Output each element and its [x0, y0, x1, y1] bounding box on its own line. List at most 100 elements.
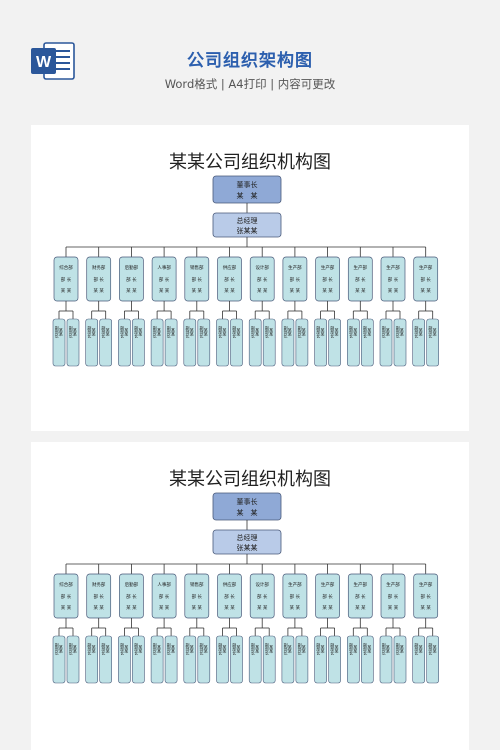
deputy-name: 某某	[386, 644, 391, 654]
deputy-role: 副部长	[232, 642, 237, 656]
general-manager-role: 总经理	[237, 533, 258, 542]
department-head-role: 部 长	[290, 593, 301, 600]
deputy-box	[164, 635, 178, 684]
deputy-box	[132, 318, 145, 367]
department-head-role: 部 长	[388, 276, 399, 283]
department-head-name: 某 某	[388, 605, 399, 611]
page-header: W 公司组织架构图 Word格式 | A4打印 | 内容可更改	[0, 0, 500, 115]
deputy-role: 副部长	[218, 325, 223, 339]
deputy-name: 某某	[236, 327, 241, 337]
deputy-box	[52, 318, 66, 367]
department-head-role: 部 长	[159, 593, 170, 600]
department-head-name: 某 某	[420, 605, 431, 611]
deputy-role: 副部长	[330, 642, 335, 656]
deputy-role: 副部长	[134, 642, 139, 656]
deputy-name: 某某	[124, 327, 129, 337]
deputy-name: 某某	[204, 644, 209, 654]
deputy-name: 某某	[92, 327, 97, 337]
deputy-name: 某某	[73, 644, 78, 654]
department-name: 生产部	[288, 264, 302, 271]
deputy-box	[197, 318, 211, 367]
deputy-name: 某某	[190, 644, 195, 654]
department-head-name: 某 某	[93, 288, 104, 294]
department-head-name: 某 某	[192, 605, 203, 611]
deputy-role: 副部长	[120, 325, 125, 339]
deputy-name: 某某	[190, 327, 195, 337]
deputy-role: 副部长	[200, 325, 205, 339]
org-chart: 某某公司组织机构图董事长某 某总经理张某某综合部部 长某 某副部长某某副部长某某…	[52, 152, 440, 367]
deputy-name: 某某	[157, 327, 162, 337]
deputy-box	[262, 635, 276, 684]
deputy-box	[281, 635, 295, 684]
deputy-box	[379, 318, 393, 367]
deputy-name: 某某	[255, 644, 260, 654]
deputy-name: 某某	[59, 327, 64, 337]
deputy-role: 副部长	[414, 642, 419, 656]
deputy-box	[66, 635, 80, 684]
deputy-box	[328, 318, 341, 367]
deputy-role: 副部长	[186, 325, 191, 339]
deputy-box	[183, 635, 197, 684]
document-page-preview[interactable]: 某某公司组织机构图董事长某 某总经理张某某综合部部 长某 某副部长某某副部长某某…	[31, 125, 469, 431]
deputy-name: 某某	[171, 327, 176, 337]
deputy-role: 副部长	[349, 642, 354, 656]
deputy-box	[379, 635, 393, 684]
deputy-role: 副部长	[316, 325, 321, 339]
department-head-role: 部 长	[257, 593, 268, 600]
deputy-name: 某某	[269, 644, 274, 654]
deputy-role: 副部长	[167, 642, 172, 656]
department-head-role: 部 长	[61, 276, 72, 283]
department-head-role: 部 长	[355, 276, 366, 283]
deputy-name: 某某	[433, 644, 438, 654]
deputy-box	[393, 318, 407, 367]
deputy-box	[216, 318, 229, 367]
department-name: 综合部	[59, 264, 73, 271]
department-head-name: 某 某	[257, 605, 268, 611]
chairman-name: 某 某	[237, 192, 258, 200]
deputy-name: 某某	[106, 327, 111, 337]
deputy-name: 某某	[124, 644, 129, 654]
deputy-box	[118, 318, 131, 367]
deputy-name: 某某	[73, 327, 78, 337]
deputy-box	[183, 318, 197, 367]
department-head-name: 某 某	[355, 288, 366, 294]
deputy-role: 副部长	[87, 642, 92, 656]
document-page-preview[interactable]: 某某公司组织机构图董事长某 某总经理张某某综合部部 长某 某副部长某某副部长某某…	[31, 442, 469, 750]
deputy-role: 副部长	[265, 325, 270, 339]
deputy-box	[85, 635, 99, 684]
deputy-box	[230, 318, 243, 367]
deputy-box	[346, 318, 360, 367]
deputy-box	[393, 635, 407, 684]
deputy-role: 副部长	[120, 642, 125, 656]
deputy-name: 某某	[222, 327, 227, 337]
deputy-role: 副部长	[101, 325, 106, 339]
deputy-box	[412, 318, 426, 367]
deputy-role: 副部长	[153, 642, 158, 656]
department-head-name: 某 某	[224, 288, 235, 294]
department-head-role: 部 长	[322, 593, 333, 600]
deputy-name: 某某	[269, 327, 274, 337]
deputy-name: 某某	[106, 644, 111, 654]
department-head-role: 部 长	[420, 593, 431, 600]
department-name: 生产部	[288, 581, 302, 588]
department-head-role: 部 长	[290, 276, 301, 283]
deputy-name: 某某	[433, 327, 438, 337]
deputy-box	[150, 635, 164, 684]
deputy-box	[230, 635, 243, 684]
deputy-role: 副部长	[101, 642, 106, 656]
department-name: 供应部	[223, 264, 237, 271]
deputy-box	[85, 318, 99, 367]
deputy-box	[281, 318, 295, 367]
deputy-name: 某某	[321, 644, 326, 654]
page-subtitle: Word格式 | A4打印 | 内容可更改	[164, 77, 336, 91]
deputy-role: 副部长	[414, 325, 419, 339]
department-name: 生产部	[354, 581, 368, 588]
department-name: 设计部	[255, 264, 269, 271]
deputy-box	[262, 318, 276, 367]
deputy-role: 副部长	[363, 325, 368, 339]
deputy-role: 副部长	[134, 325, 139, 339]
deputy-role: 副部长	[232, 325, 237, 339]
deputy-role: 副部长	[396, 642, 401, 656]
deputy-box	[328, 635, 341, 684]
general-manager-name: 张某某	[237, 543, 258, 552]
